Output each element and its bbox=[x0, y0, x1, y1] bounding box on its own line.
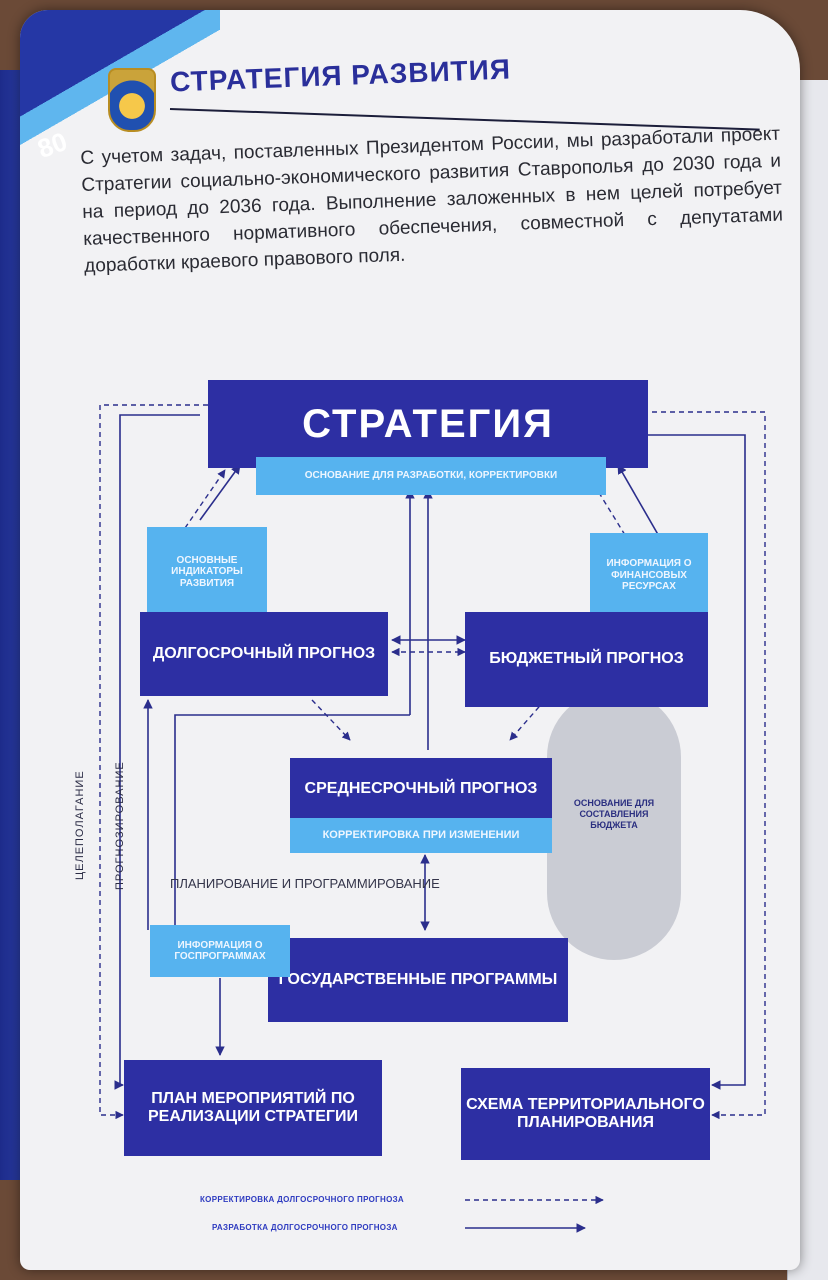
indicators-box: ОСНОВНЫЕ ИНДИКАТОРЫ РАЗВИТИЯ bbox=[147, 527, 267, 617]
planning-label: ПЛАНИРОВАНИЕ И ПРОГРАММИРОВАНИЕ bbox=[170, 876, 440, 891]
state-programs-box: ГОСУДАРСТВЕННЫЕ ПРОГРАММЫ bbox=[268, 938, 568, 1022]
strategy-box: СТРАТЕГИЯ bbox=[208, 380, 648, 468]
booklet-page: 80 СТРАТЕГИЯ РАЗВИТИЯ С учетом задач, по… bbox=[20, 10, 800, 1270]
legend-dashed-label: КОРРЕКТИРОВКА ДОЛГОСРОЧНОГО ПРОГНОЗА bbox=[200, 1195, 404, 1204]
budget-forecast-box: БЮДЖЕТНЫЙ ПРОГНОЗ bbox=[465, 612, 708, 707]
action-plan-box: ПЛАН МЕРОПРИЯТИЙ ПО РЕАЛИЗАЦИИ СТРАТЕГИИ bbox=[124, 1060, 382, 1156]
budget-basis-oval bbox=[547, 690, 681, 960]
budget-basis-label: ОСНОВАНИЕ ДЛЯ СОСТАВЛЕНИЯ БЮДЖЕТА bbox=[573, 798, 655, 830]
legend-solid-label: РАЗРАБОТКА ДОЛГОСРОЧНОГО ПРОГНОЗА bbox=[212, 1223, 398, 1232]
finance-info-box: ИНФОРМАЦИЯ О ФИНАНСОВЫХ РЕСУРСАХ bbox=[590, 533, 708, 618]
medium-correction-label: КОРРЕКТИРОВКА ПРИ ИЗМЕНЕНИИ bbox=[290, 818, 552, 853]
medium-term-forecast-box: СРЕДНЕСРОЧНЫЙ ПРОГНОЗ bbox=[290, 758, 552, 820]
goal-setting-label: ЦЕЛЕПОЛАГАНИЕ bbox=[74, 770, 86, 880]
strategy-diagram: ОСНОВАНИЕ ДЛЯ СОСТАВЛЕНИЯ БЮДЖЕТА bbox=[20, 10, 800, 1270]
coat-of-arms-icon bbox=[108, 68, 156, 132]
long-term-forecast-box: ДОЛГОСРОЧНЫЙ ПРОГНОЗ bbox=[140, 612, 388, 696]
territorial-planning-box: СХЕМА ТЕРРИТОРИАЛЬНОГО ПЛАНИРОВАНИЯ bbox=[461, 1068, 710, 1160]
state-programs-info-box: ИНФОРМАЦИЯ О ГОСПРОГРАММАХ bbox=[150, 925, 290, 977]
strategy-basis-label: ОСНОВАНИЕ ДЛЯ РАЗРАБОТКИ, КОРРЕКТИРОВКИ bbox=[256, 457, 606, 495]
forecasting-label: ПРОГНОЗИРОВАНИЕ bbox=[114, 761, 126, 890]
